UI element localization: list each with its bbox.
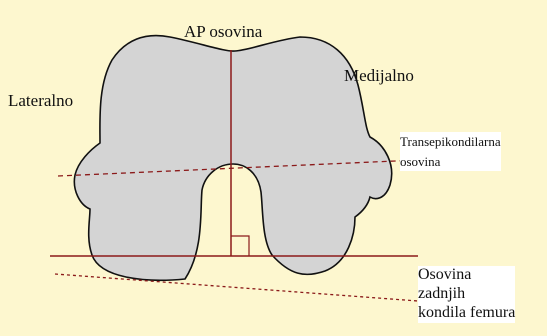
right-angle-marker [231, 235, 250, 256]
transepicondylar-axis-label: Transepikondilarna osovina [400, 132, 501, 171]
ap-axis-label: AP osovina [184, 22, 263, 41]
posterior-condylar-axis-line [54, 273, 419, 302]
lateral-label: Lateralno [8, 91, 74, 110]
transepicondylar-label-line1: Transepikondilarna [400, 134, 501, 149]
posterior-label-line3: kondila femura [418, 303, 516, 321]
medial-label: Medijalno [344, 66, 414, 85]
femur-condyles-shape [73, 34, 393, 282]
transepicondylar-label-line2: osovina [400, 153, 441, 169]
posterior-label-line2: zadnjih [418, 284, 466, 302]
posterior-condylar-axis-label: Osovina zadnjih kondila femura [418, 266, 516, 323]
transepicondylar-axis-line [57, 158, 441, 177]
posterior-label-line1: Osovina [418, 266, 472, 283]
